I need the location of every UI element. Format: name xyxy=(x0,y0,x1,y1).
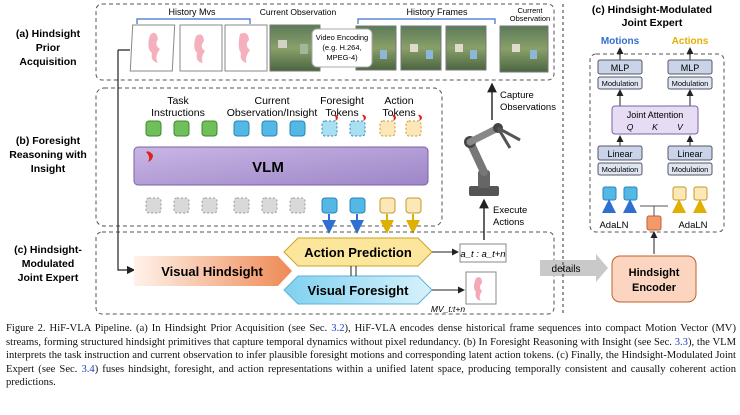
right-input-tokens xyxy=(602,186,708,213)
motions-label: Motions xyxy=(601,36,640,47)
svg-text:VLM: VLM xyxy=(252,159,284,176)
caption-ref-3[interactable]: 3.4 xyxy=(81,363,95,375)
caption-part-2: ), HiF-VLA encodes dense historical fram… xyxy=(6,323,736,348)
svg-text:MLP: MLP xyxy=(611,63,630,73)
input-tokens xyxy=(145,114,422,137)
history-frames-brace xyxy=(357,18,496,24)
current-observation-label: Current Observation xyxy=(260,7,337,17)
adaln-left: AdaLN xyxy=(599,220,628,231)
joint-attention-block: Joint Attention Q K V xyxy=(611,105,699,135)
svg-text:Video Encoding: Video Encoding xyxy=(316,33,368,42)
svg-text:Visual Hindsight: Visual Hindsight xyxy=(161,264,263,279)
figure-caption: Figure 2. HiF-VLA Pipeline. (a) In Hinds… xyxy=(6,322,736,390)
label-foresight-reasoning: (b) Foresight Reasoning with Insight xyxy=(9,135,87,175)
details-arrow: details xyxy=(540,254,608,282)
history-mvs-label: History Mvs xyxy=(169,7,216,17)
caption-ref-2[interactable]: 3.3 xyxy=(674,336,688,348)
svg-text:Current: Current xyxy=(254,95,289,107)
history-mvs-brace xyxy=(136,18,251,24)
vlm-block: VLM xyxy=(133,146,429,186)
svg-text:Acquisition: Acquisition xyxy=(19,56,76,68)
caption-part-4: ) fuses hindsight, foresight, and action… xyxy=(6,363,737,389)
svg-text:Modulation: Modulation xyxy=(602,165,639,174)
svg-text:Encoder: Encoder xyxy=(632,282,677,294)
panel-a-frame xyxy=(95,3,555,81)
mv-thumbnails xyxy=(129,24,268,72)
svg-text:Observation/Insight: Observation/Insight xyxy=(227,107,318,119)
panel-b-frame xyxy=(95,87,443,227)
mlp-left: MLP Modulation xyxy=(597,59,643,90)
hindsight-flow-arrow xyxy=(117,49,134,270)
label-hindsight-prior: (a) Hindsight Prior Acquisition xyxy=(16,28,81,68)
actions-label: Actions xyxy=(672,36,709,47)
svg-text:(e.g. H.264,: (e.g. H.264, xyxy=(322,43,361,52)
bidirectional-arrow xyxy=(350,266,357,276)
current-observation-label-2b: Observation xyxy=(510,14,550,23)
svg-text:Q: Q xyxy=(627,122,634,132)
video-encoding-bubble: Video Encoding (e.g. H.264, MPEG-4) xyxy=(310,28,373,68)
svg-text:Prior: Prior xyxy=(36,42,61,54)
visual-foresight-block: Visual Foresight xyxy=(283,275,433,305)
action-prediction-block: Action Prediction xyxy=(283,237,433,267)
svg-text:V: V xyxy=(677,122,684,132)
svg-text:Modulation: Modulation xyxy=(672,165,709,174)
linear-right: Linear Modulation xyxy=(667,145,713,176)
svg-text:(b) Foresight: (b) Foresight xyxy=(16,135,81,147)
svg-text:Action: Action xyxy=(384,95,413,107)
mv-output: MV_t:t+n xyxy=(431,271,497,314)
svg-text:Observations: Observations xyxy=(500,102,556,113)
svg-text:Hindsight: Hindsight xyxy=(629,267,680,279)
capture-observations: Capture Observations xyxy=(487,82,556,120)
right-title: (c) Hindsight-Modulated Joint Expert xyxy=(592,4,712,29)
svg-text:Task: Task xyxy=(167,95,189,107)
svg-text:Visual Foresight: Visual Foresight xyxy=(308,283,410,298)
action-output: a_t : a_t+n xyxy=(432,243,507,263)
svg-text:Insight: Insight xyxy=(31,163,66,175)
caption-part-3: ), the VLM interprets the task instructi… xyxy=(6,336,736,375)
svg-text:MV_t:t+n: MV_t:t+n xyxy=(431,304,466,314)
svg-text:Tokens: Tokens xyxy=(325,107,358,119)
svg-text:details: details xyxy=(552,264,581,275)
svg-text:Action Prediction: Action Prediction xyxy=(304,245,412,260)
svg-text:Tokens: Tokens xyxy=(382,107,415,119)
svg-text:Instructions: Instructions xyxy=(151,107,205,119)
svg-text:Actions: Actions xyxy=(493,217,524,228)
visual-hindsight-block: Visual Hindsight xyxy=(134,256,292,286)
output-tokens xyxy=(145,197,422,234)
svg-text:Modulated: Modulated xyxy=(22,258,75,270)
svg-text:Capture: Capture xyxy=(500,90,534,101)
history-frames-label: History Frames xyxy=(406,7,468,17)
svg-text:(c) Hindsight-Modulated: (c) Hindsight-Modulated xyxy=(592,4,712,16)
svg-text:Modulation: Modulation xyxy=(672,79,709,88)
svg-text:Reasoning with: Reasoning with xyxy=(9,149,87,161)
execute-actions: Execute Actions xyxy=(479,198,527,240)
svg-text:a_t : a_t+n: a_t : a_t+n xyxy=(460,249,505,260)
svg-text:Joint Attention: Joint Attention xyxy=(627,110,684,120)
current-observation-label-2: Current xyxy=(517,6,543,15)
svg-text:Modulation: Modulation xyxy=(602,79,639,88)
caption-ref-1[interactable]: 3.2 xyxy=(331,323,345,334)
hindsight-encoder-block: Hindsight Encoder xyxy=(611,255,697,303)
svg-text:MLP: MLP xyxy=(681,63,700,73)
adaln-connector xyxy=(640,205,668,254)
token-headers: Task Instructions Current Observation/In… xyxy=(151,95,415,119)
svg-text:Linear: Linear xyxy=(677,149,702,159)
svg-text:(c) Hindsight-: (c) Hindsight- xyxy=(14,244,82,256)
svg-text:(a) Hindsight: (a) Hindsight xyxy=(16,28,81,40)
mlp-right: MLP Modulation xyxy=(667,59,713,90)
svg-text:Execute: Execute xyxy=(493,205,527,216)
robot-arm-icon xyxy=(464,123,521,196)
caption-part-1: Figure 2. HiF-VLA Pipeline. (a) In Hinds… xyxy=(6,323,332,334)
svg-text:MPEG-4): MPEG-4) xyxy=(326,53,358,62)
adaln-right: AdaLN xyxy=(678,220,707,231)
pipeline-figure: (a) Hindsight Prior Acquisition (b) Fore… xyxy=(9,3,725,315)
svg-text:Linear: Linear xyxy=(607,149,632,159)
svg-text:Foresight: Foresight xyxy=(320,95,364,107)
svg-text:Joint Expert: Joint Expert xyxy=(622,17,683,29)
svg-text:K: K xyxy=(652,122,658,132)
svg-text:Joint Expert: Joint Expert xyxy=(18,272,79,284)
label-joint-expert: (c) Hindsight- Modulated Joint Expert xyxy=(14,244,82,284)
linear-left: Linear Modulation xyxy=(597,145,643,176)
